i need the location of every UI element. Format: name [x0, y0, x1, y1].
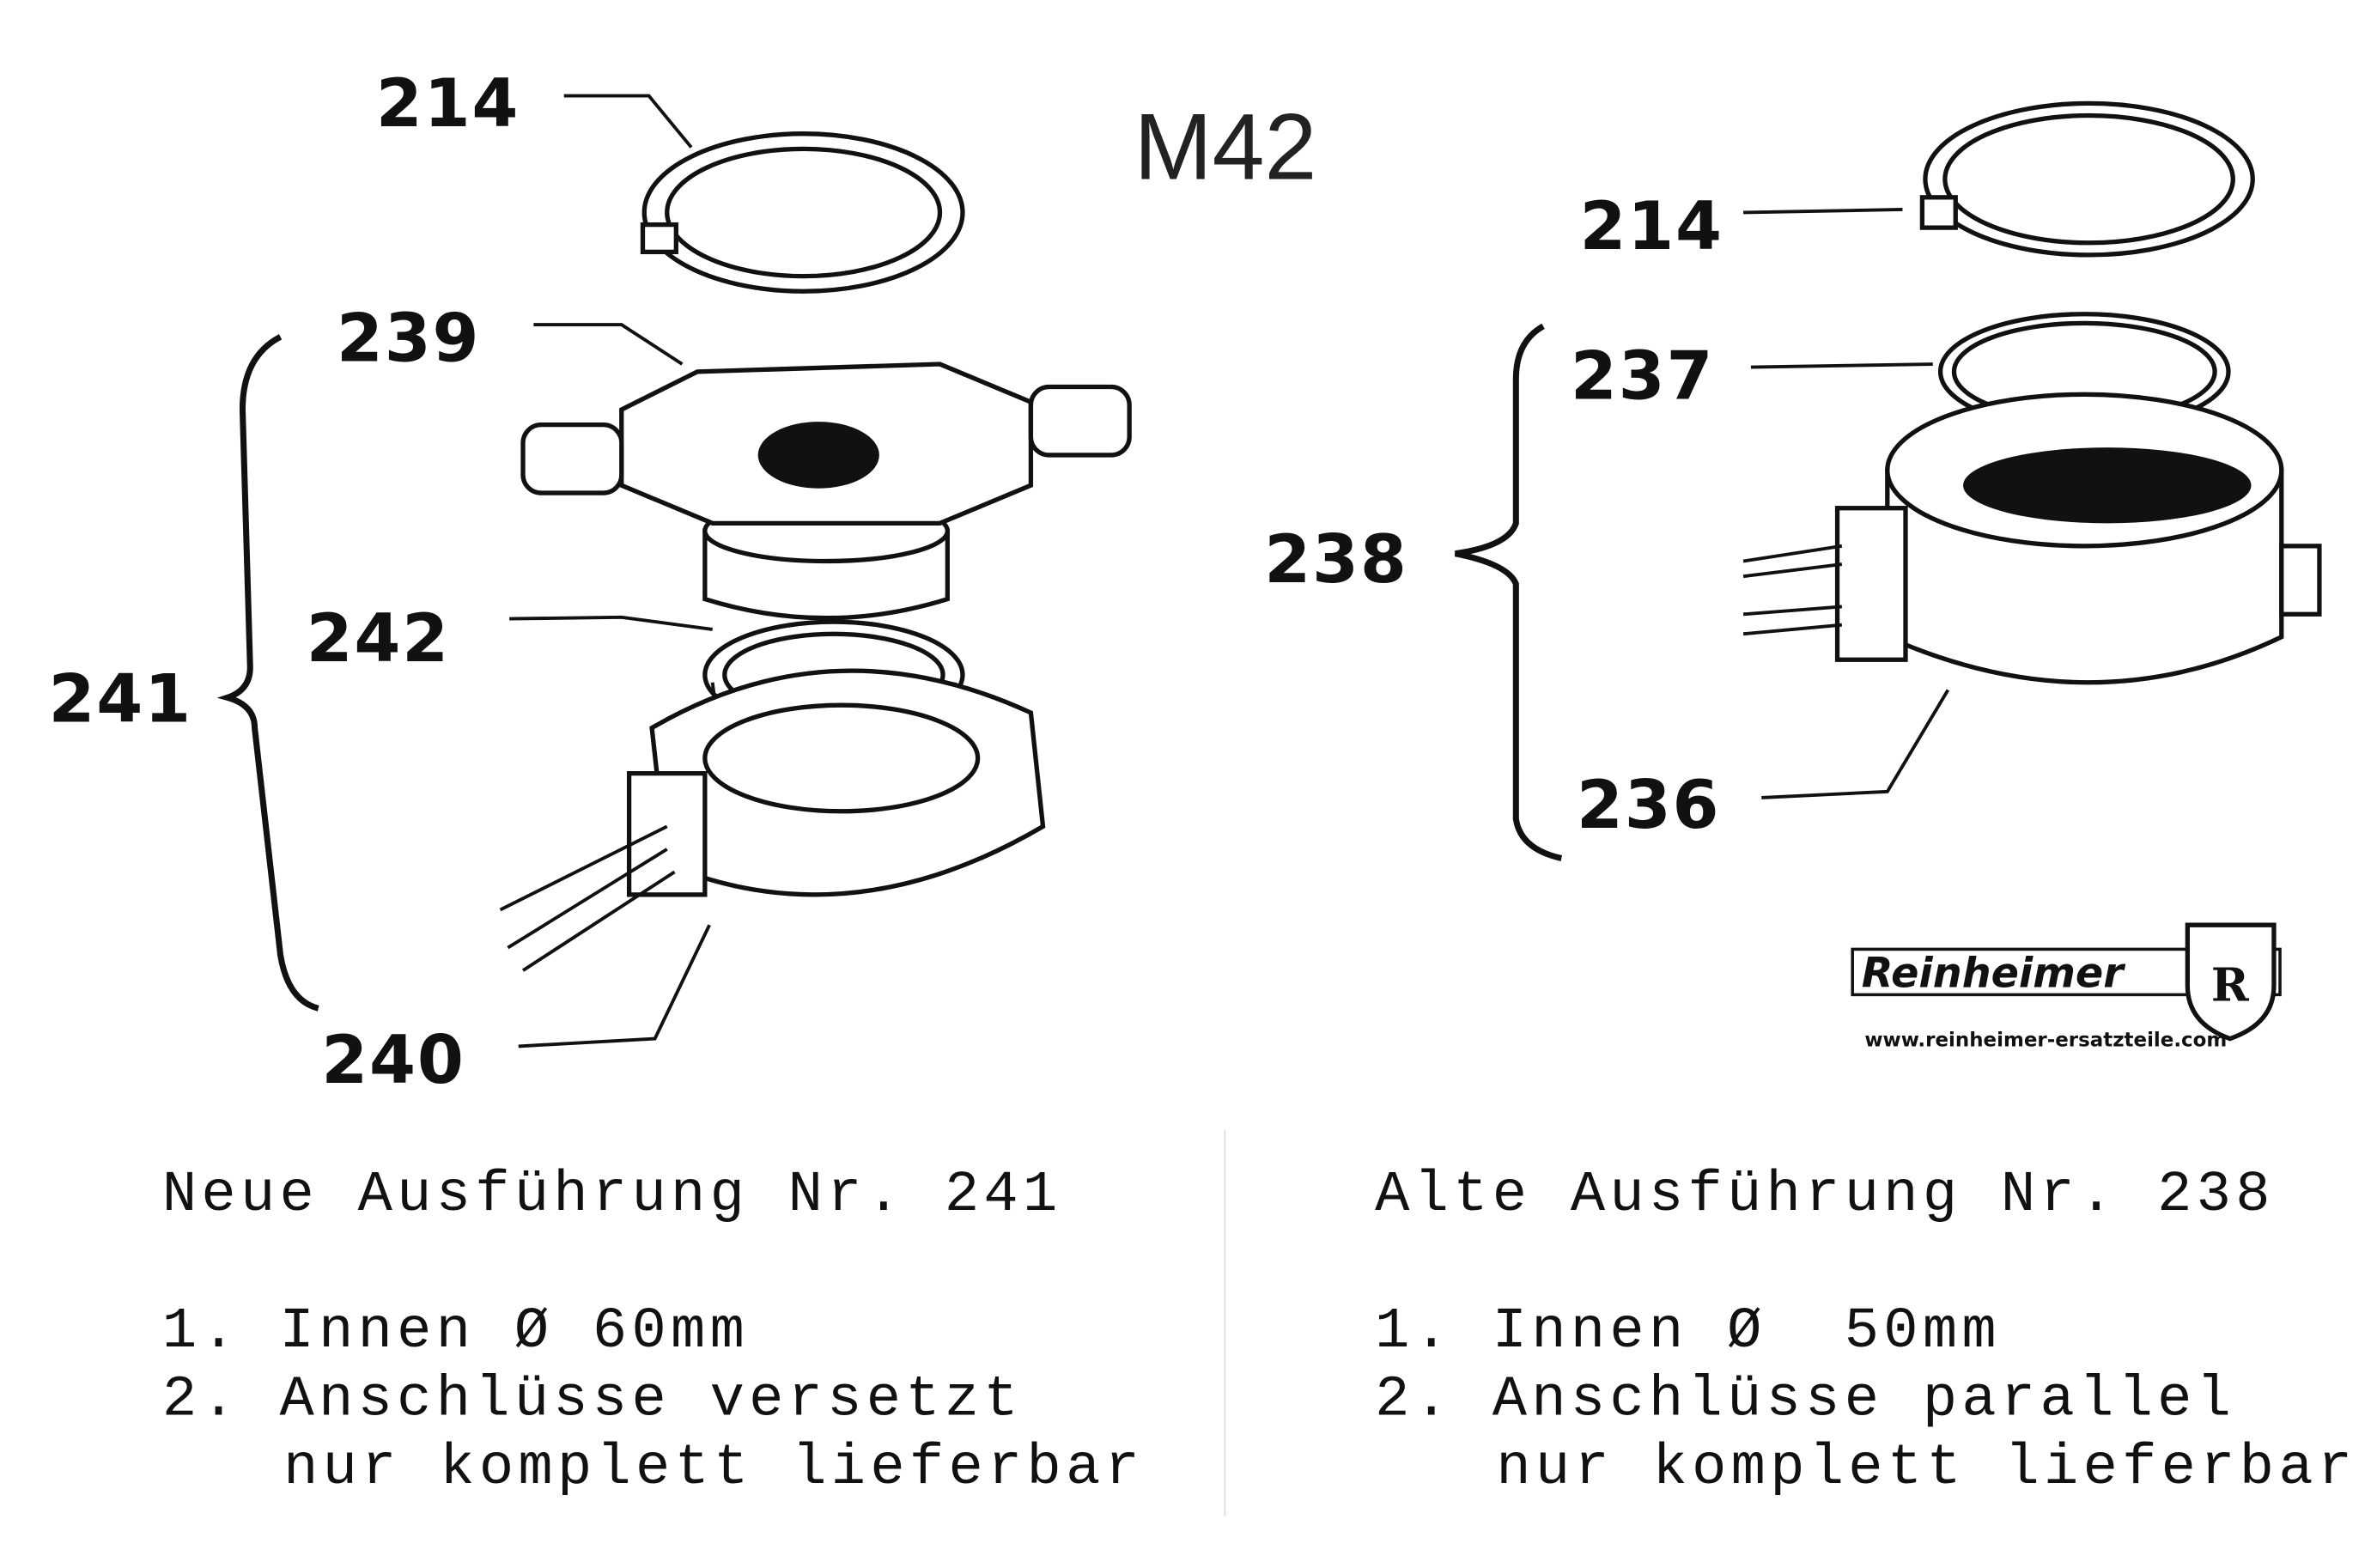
diagram-title: M42 [1134, 95, 1316, 200]
label-214-right: 214 [1579, 188, 1723, 265]
label-214-left: 214 [376, 65, 520, 143]
brace-238 [1455, 323, 1563, 861]
reinheimer-logo: Reinheimer R www.reinheimer-ersatzteile.… [1851, 922, 2282, 1051]
label-237: 237 [1571, 338, 1714, 416]
label-242: 242 [307, 600, 450, 678]
circlip-ring-214-left [640, 131, 965, 294]
left-line-1: 1. Innen Ø 60mm [162, 1299, 749, 1364]
label-236: 236 [1577, 767, 1720, 844]
label-238: 238 [1264, 521, 1407, 599]
logo-emblem: R [2211, 958, 2250, 1012]
label-239: 239 [337, 300, 480, 377]
leader-242 [509, 615, 713, 631]
leader-236 [1761, 689, 1950, 799]
label-240: 240 [321, 1022, 465, 1099]
right-heading: Alte Ausführung Nr. 238 [1375, 1163, 2275, 1228]
left-line-3: nur komplett lieferbar [283, 1436, 1144, 1501]
leader-214-left [563, 94, 693, 149]
brace-241 [216, 334, 319, 1012]
label-241: 241 [48, 661, 191, 738]
right-line-2: 2. Anschlüsse parallel [1375, 1367, 2235, 1432]
right-description: Alte Ausführung Nr. 238 1. Innen Ø 50mm … [1375, 1163, 2356, 1501]
circlip-ring-214-right [1919, 100, 2255, 258]
logo-brand: Reinheimer [1862, 951, 2125, 998]
left-description: Neue Ausführung Nr. 241 1. Innen Ø 60mm … [162, 1163, 1144, 1501]
bearing-housing-236 [1742, 392, 2322, 685]
logo-url: www.reinheimer-ersatzteile.com [1864, 1029, 2227, 1051]
right-line-3: nur komplett lieferbar [1496, 1436, 2356, 1501]
bearing-housing-240 [499, 668, 1046, 972]
leader-237 [1750, 362, 1933, 369]
left-heading: Neue Ausführung Nr. 241 [162, 1163, 1062, 1228]
leader-214-right [1743, 208, 1903, 215]
leader-239 [533, 323, 684, 366]
release-bearing-239 [520, 362, 1132, 621]
leader-240 [518, 924, 711, 1048]
left-line-2: 2. Anschlüsse versetzt [162, 1367, 1023, 1432]
right-line-1: 1. Innen Ø 50mm [1375, 1299, 2001, 1364]
